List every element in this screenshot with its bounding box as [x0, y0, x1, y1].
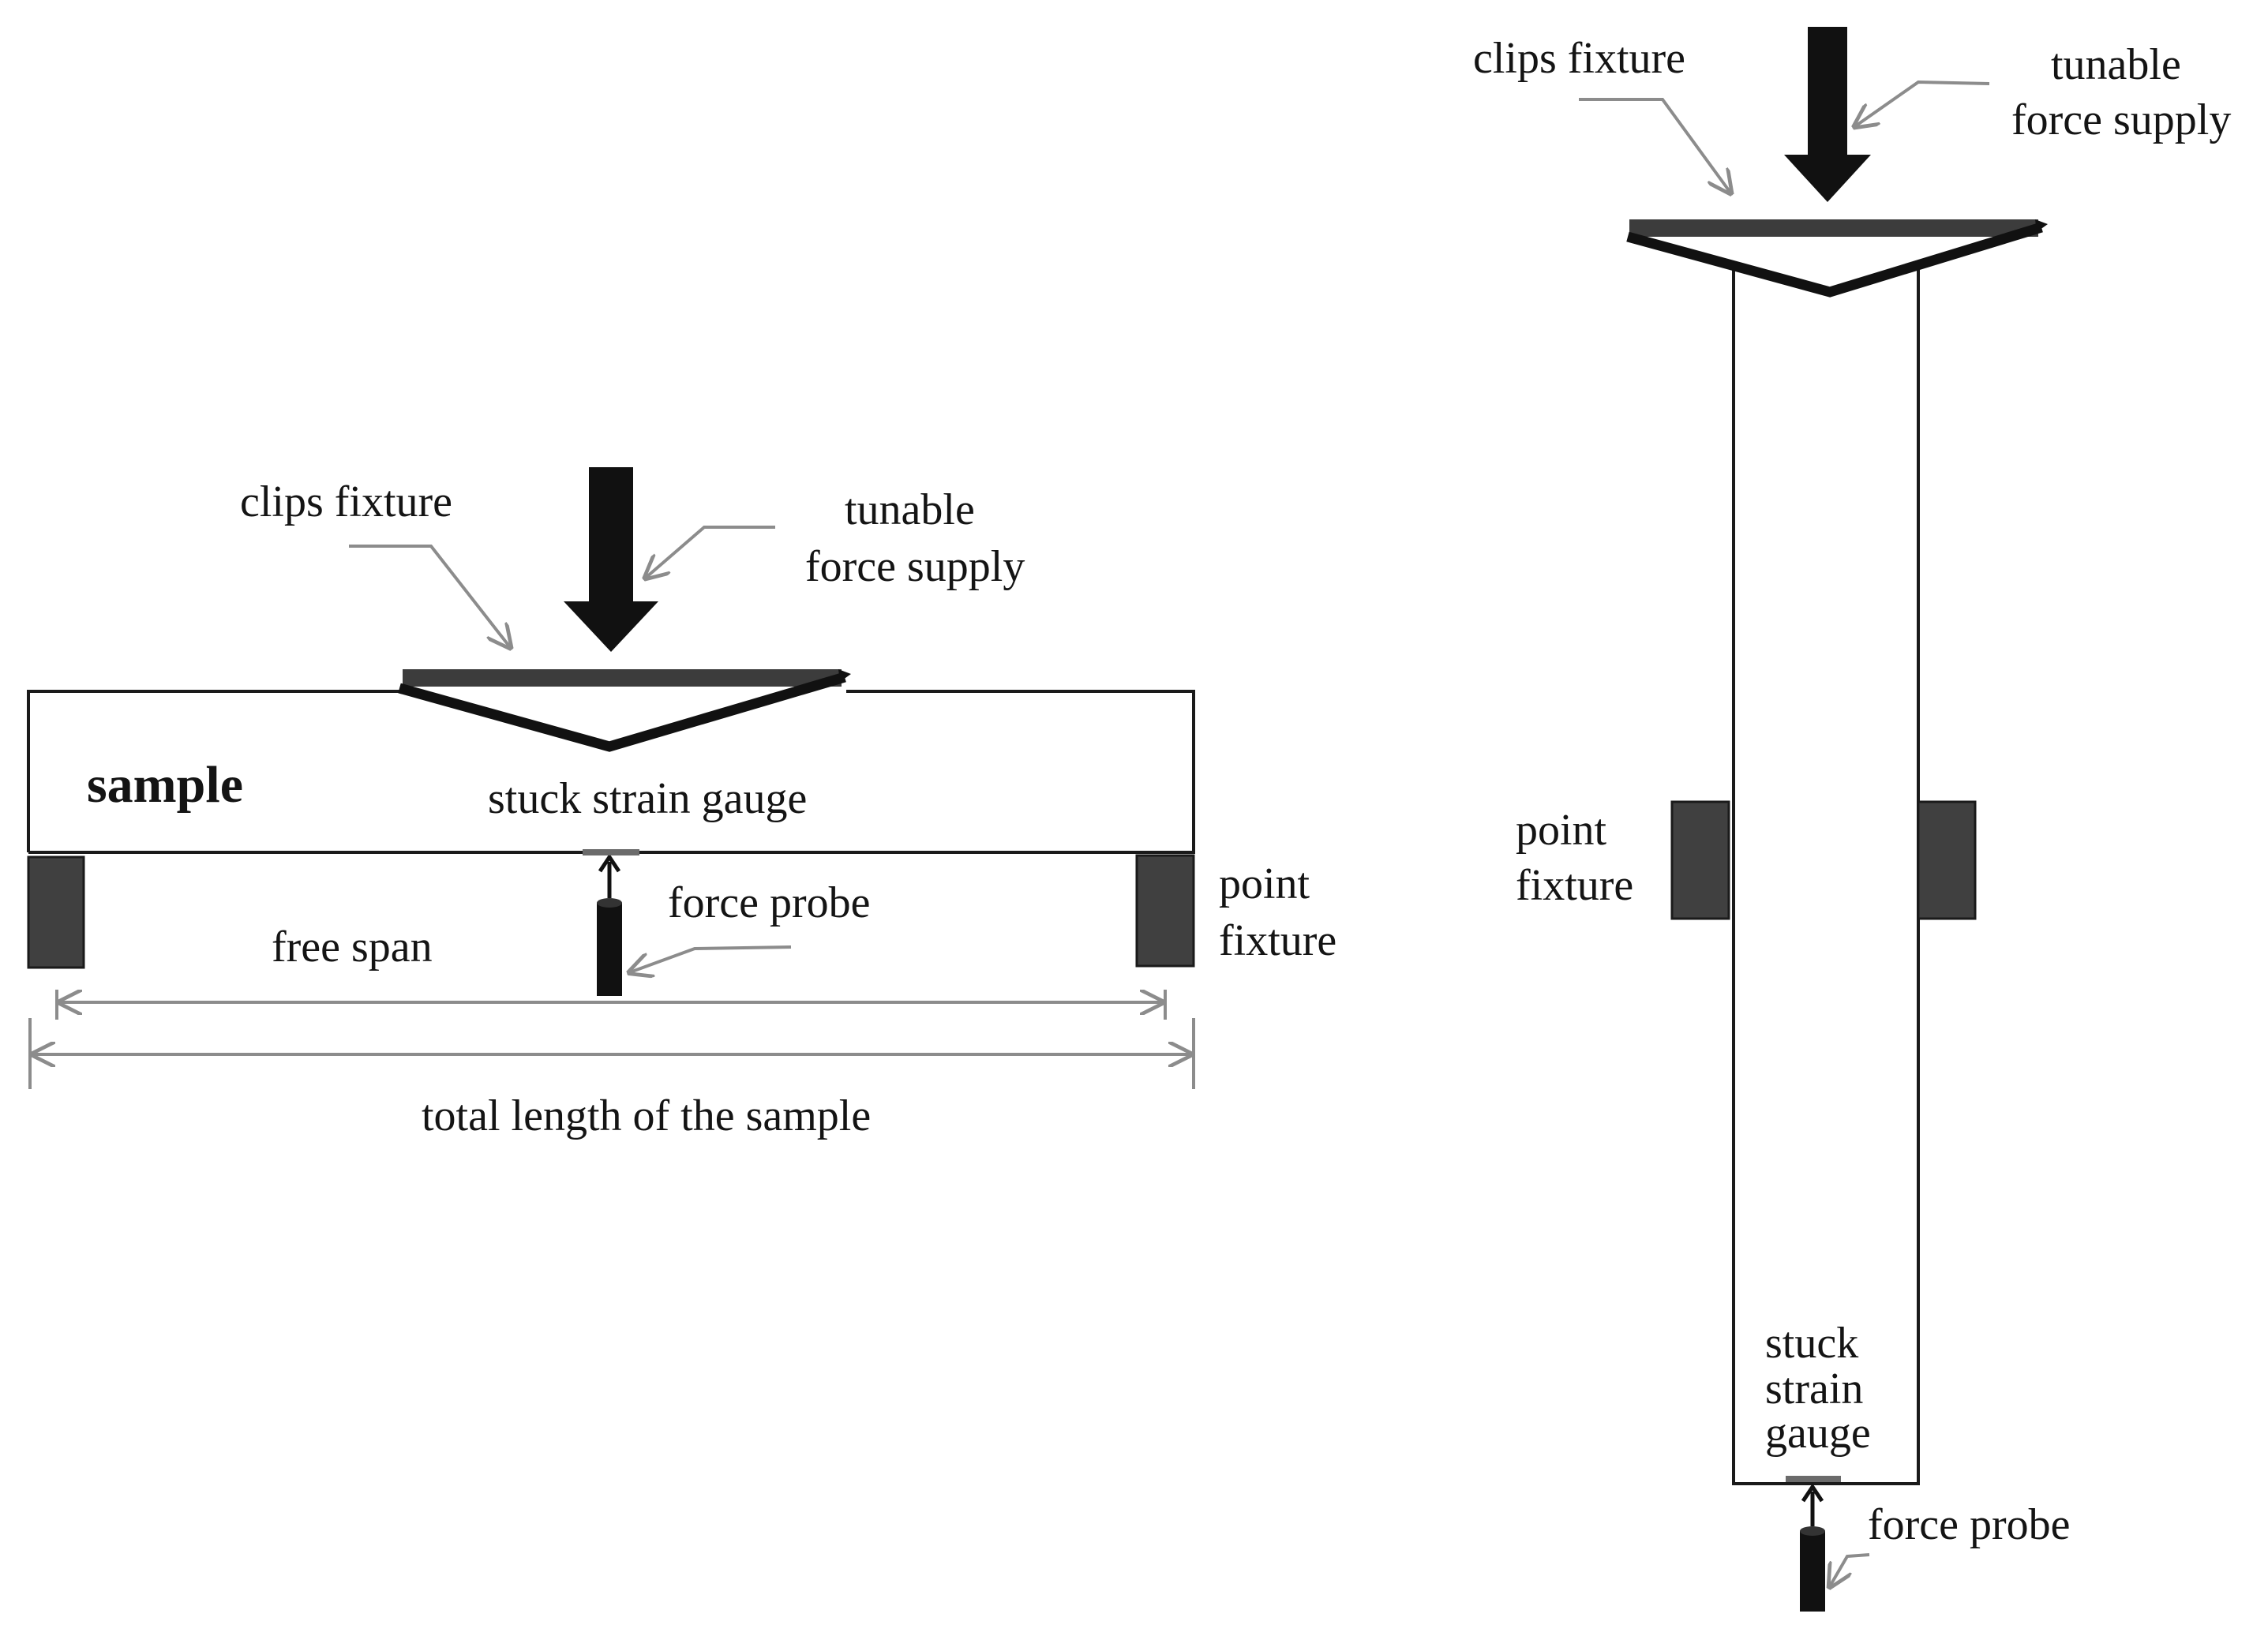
right-clips-fixture-label: clips fixture: [1473, 34, 1685, 83]
right-force-probe: [1800, 1483, 1825, 1612]
left-probe-leader: [630, 945, 792, 972]
right-strain-gauge: [1786, 1476, 1841, 1482]
right-force-leader: [1855, 80, 1990, 126]
left-point-fixture-right: [1135, 854, 1195, 968]
right-probe-leader: [1830, 1553, 1870, 1586]
free-span-dimension: [55, 990, 1167, 1020]
left-force-probe: [597, 853, 622, 996]
right-gauge-label-stuck: stuck: [1765, 1319, 1858, 1368]
right-point-fixture-left: [1670, 800, 1730, 920]
left-force-probe-label: force probe: [668, 878, 871, 927]
free-span-label: free span: [272, 923, 433, 971]
left-diagram: clips fixture tunable force supply sampl…: [27, 467, 1336, 1140]
left-force-leader: [646, 526, 775, 578]
left-sample-label: sample: [87, 756, 243, 814]
right-sample-outline: [1732, 268, 1920, 1485]
right-fixture-label: fixture: [1516, 861, 1633, 910]
left-strain-gauge-label: stuck strain gauge: [488, 774, 807, 823]
left-clips-fixture-label: clips fixture: [240, 477, 452, 526]
right-clips-fixture: [1626, 219, 2048, 298]
right-point-fixture-right: [1917, 800, 1977, 920]
left-fixture-label: fixture: [1219, 916, 1336, 965]
right-tunable-label: tunable: [2051, 40, 2181, 89]
right-gauge-label-gauge: gauge: [1765, 1409, 1871, 1458]
right-force-arrow: [1784, 27, 1871, 202]
left-point-fixture-left: [27, 855, 85, 969]
right-clips-leader: [1579, 98, 1730, 193]
right-force-supply-label: force supply: [2011, 95, 2231, 144]
right-force-probe-label: force probe: [1868, 1500, 2071, 1549]
left-point-label: point: [1219, 859, 1310, 908]
right-gauge-label-strain: strain: [1765, 1365, 1863, 1413]
right-diagram: clips fixture tunable force supply point…: [1473, 27, 2231, 1612]
left-force-arrow: [564, 467, 658, 652]
left-force-supply-label: force supply: [805, 542, 1025, 591]
left-clips-leader: [349, 545, 510, 647]
left-tunable-label: tunable: [845, 485, 975, 534]
total-length-dimension: [28, 1018, 1195, 1089]
left-strain-gauge: [583, 849, 639, 855]
left-clips-fixture: [398, 669, 851, 752]
right-point-label: point: [1516, 806, 1607, 855]
total-length-label: total length of the sample: [422, 1091, 871, 1140]
